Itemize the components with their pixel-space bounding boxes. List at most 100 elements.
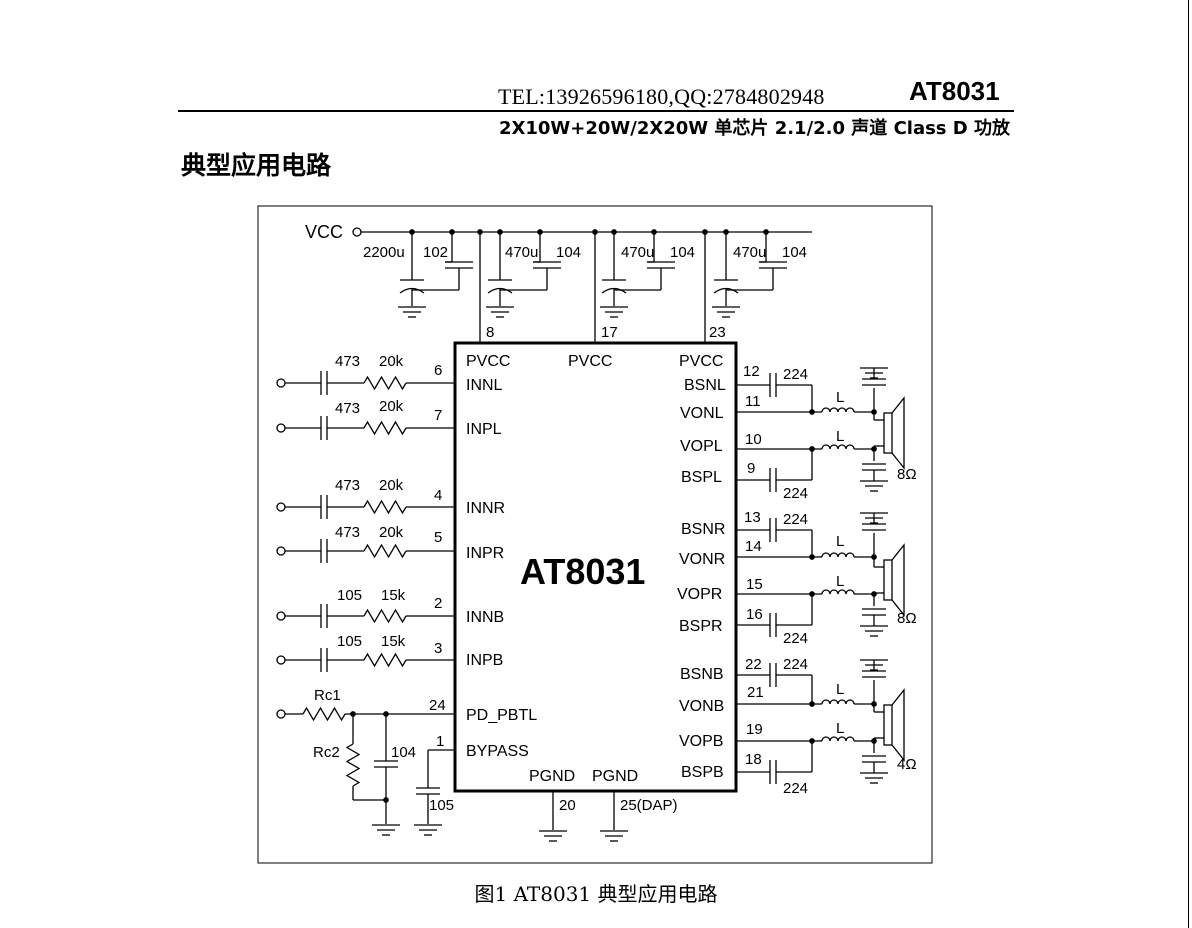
- ground-symbol: [486, 306, 514, 318]
- input-resistor: [363, 543, 407, 559]
- out-12-cap: 224: [783, 366, 808, 383]
- out-16-cap: 224: [783, 630, 808, 647]
- junction-dot: [809, 554, 815, 560]
- speaker-2-impedance: 8Ω: [897, 610, 917, 627]
- pin-8-label: PVCC: [466, 353, 510, 370]
- figure-caption: 图1 AT8031 典型应用电路: [474, 882, 718, 906]
- page-edge: [1188, 0, 1189, 928]
- out-9-pin: 9: [747, 460, 755, 477]
- input-terminal: [276, 502, 286, 512]
- out-vopb-label: VOPB: [679, 733, 723, 750]
- out-16-pin: 16: [746, 606, 763, 623]
- output-inductor: [821, 589, 855, 595]
- pd-cap-label: 104: [391, 744, 416, 761]
- out-vonl-label: VONL: [680, 405, 724, 422]
- ground-symbol: [600, 830, 628, 842]
- speaker-magnet: [883, 559, 893, 601]
- ground-symbol: [398, 306, 426, 318]
- junction-dot: [809, 409, 815, 415]
- input-resistor: [363, 499, 407, 515]
- input-coupling-cap: [320, 539, 328, 563]
- vcc-terminal: [352, 227, 362, 237]
- speaker-cone: [891, 396, 905, 470]
- speaker-3-impedance: 4Ω: [897, 756, 917, 773]
- header-subtitle: 2X10W+20W/2X20W 单芯片 2.1/2.0 声道 Class D 功…: [498, 118, 1010, 139]
- junction-dot: [537, 229, 543, 235]
- ground-symbol: [600, 306, 628, 318]
- inductor-label-2: L: [836, 428, 844, 445]
- pin-23-number: 23: [709, 324, 726, 341]
- out-vonb-label: VONB: [679, 698, 724, 715]
- out-13-pin: 13: [744, 509, 761, 526]
- rc1-resistor: [302, 706, 346, 722]
- input-5-label: INNB: [466, 609, 504, 626]
- output-inductor: [821, 699, 855, 705]
- input-coupling-cap: [320, 371, 328, 395]
- input-resistor: [363, 420, 407, 436]
- out-vopr-label: VOPR: [677, 586, 722, 603]
- junction-dot: [723, 229, 729, 235]
- pd-terminal: [276, 709, 286, 719]
- input-2-cap: 473: [335, 400, 360, 417]
- out-bsnr-label: BSNR: [681, 521, 725, 538]
- input-2-label: INPL: [466, 421, 502, 438]
- junction-dot: [449, 229, 455, 235]
- pgnd-2-label: PGND: [592, 768, 638, 785]
- input-4-cap: 473: [335, 524, 360, 541]
- pd-pbtl-label: PD_PBTL: [466, 707, 537, 724]
- input-3-res: 20k: [379, 477, 404, 494]
- out-vopl-label: VOPL: [680, 438, 723, 455]
- junction-dot: [497, 229, 503, 235]
- bypass-label: BYPASS: [466, 743, 529, 760]
- out-19-pin: 19: [746, 721, 763, 738]
- bypass-cap-label: 105: [429, 797, 454, 814]
- ground-symbol: [539, 830, 567, 842]
- input-coupling-cap: [320, 416, 328, 440]
- output-inductor: [821, 552, 855, 558]
- out-21-pin: 21: [747, 684, 764, 701]
- input-terminal: [276, 611, 286, 621]
- rc2-label: Rc2: [313, 744, 340, 761]
- speaker-cone: [891, 543, 905, 617]
- out-22-pin: 22: [745, 656, 762, 673]
- speaker-magnet: [883, 412, 893, 454]
- out-vonr-label: VONR: [679, 551, 725, 568]
- junction-dot: [809, 738, 815, 744]
- input-6-res: 15k: [381, 633, 406, 650]
- supply-cap-4-bypass: 104: [782, 244, 807, 261]
- speaker-1-impedance: 8Ω: [897, 466, 917, 483]
- out-18-pin: 18: [745, 751, 762, 768]
- ground-symbol: [414, 824, 442, 836]
- inductor-label-3: L: [836, 533, 844, 550]
- ground-symbol: [712, 306, 740, 318]
- supply-cap-4-bulk: 470u: [733, 244, 766, 261]
- inductor-label-6: L: [836, 720, 844, 737]
- input-1-pin: 6: [434, 362, 442, 379]
- junction-dot: [409, 229, 415, 235]
- out-13-cap: 224: [783, 511, 808, 528]
- supply-cap-1-bulk: 2200u: [363, 244, 405, 261]
- out-10-pin: 10: [745, 431, 762, 448]
- input-terminal: [276, 655, 286, 665]
- input-6-cap: 105: [337, 633, 362, 650]
- junction-dot: [651, 229, 657, 235]
- input-coupling-cap: [320, 648, 328, 672]
- input-2-res: 20k: [379, 398, 404, 415]
- out-bsnb-label: BSNB: [680, 666, 724, 683]
- out-11-pin: 11: [745, 393, 761, 410]
- input-1-label: INNL: [466, 377, 503, 394]
- inductor-label-1: L: [836, 389, 844, 406]
- input-resistor: [363, 608, 407, 624]
- input-terminal: [276, 423, 286, 433]
- output-inductor: [821, 407, 855, 413]
- out-22-cap: 224: [783, 656, 808, 673]
- rc2-resistor: [345, 743, 361, 787]
- pin-17-number: 17: [601, 324, 618, 341]
- pin-1-number: 1: [436, 733, 444, 750]
- pin-23-label: PVCC: [679, 353, 723, 370]
- input-2-pin: 7: [434, 407, 442, 424]
- input-4-res: 20k: [379, 524, 404, 541]
- input-1-cap: 473: [335, 353, 360, 370]
- ground-symbol: [860, 367, 888, 379]
